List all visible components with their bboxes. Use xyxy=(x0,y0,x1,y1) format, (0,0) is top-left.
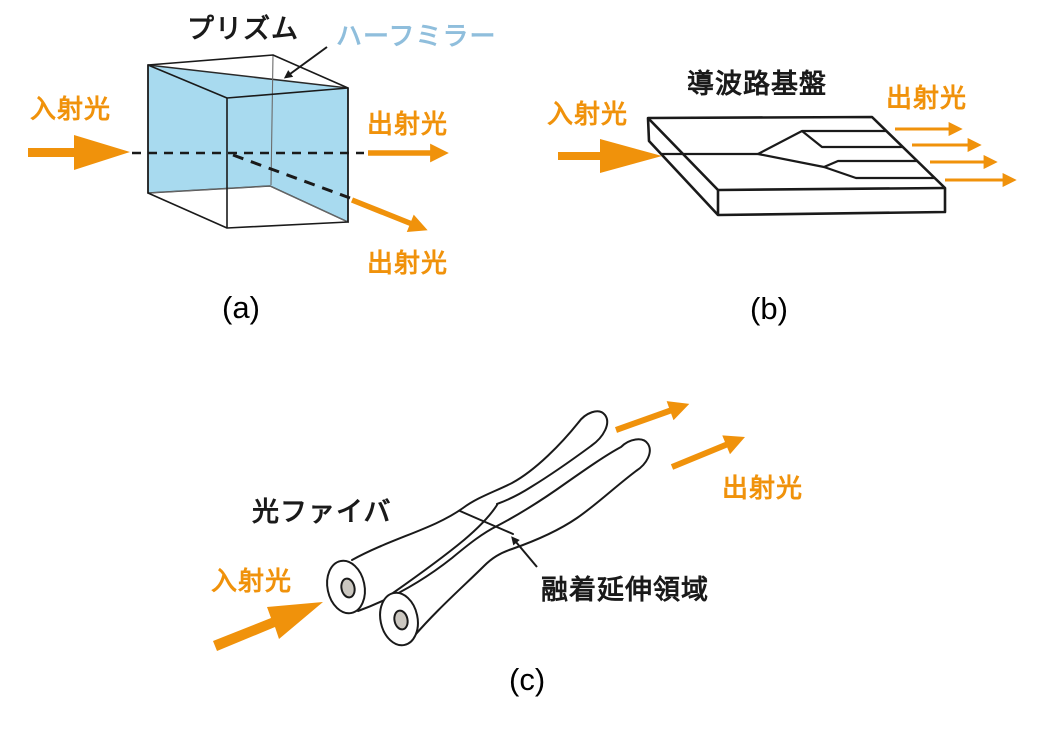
fiber-end-faces xyxy=(326,559,419,647)
output-arrow-c-upper xyxy=(614,401,690,433)
panel-a-prism-diagram xyxy=(28,46,449,232)
prism-label: プリズム xyxy=(187,14,299,44)
output-arrows-b xyxy=(895,121,1017,188)
input-light-label-c: 入射光 xyxy=(211,566,293,596)
optical-fiber-label: 光ファイバ xyxy=(252,497,392,527)
input-light-label-b: 入射光 xyxy=(547,99,629,129)
beam-reflected-dashed xyxy=(232,153,351,200)
output-light-label-a-bottom: 出射光 xyxy=(367,248,449,278)
input-light-arrow-a xyxy=(28,135,130,170)
fiber-core-1 xyxy=(340,577,356,599)
input-light-arrow-b xyxy=(558,139,662,173)
prism-cube-wireframe xyxy=(147,54,349,229)
prism-hidden-edges xyxy=(147,54,349,223)
input-light-label-a: 入射光 xyxy=(30,94,112,124)
waveguide-channels xyxy=(662,129,935,180)
output-light-label-c: 出射光 xyxy=(722,473,804,503)
caption-c: (c) xyxy=(509,662,546,697)
half-mirror-label: ハーフミラー xyxy=(336,21,497,51)
fused-region-label: 融着延伸領域 xyxy=(541,575,709,605)
half-mirror-pointer-arrow xyxy=(283,46,328,79)
waveguide-substrate-label: 導波路基盤 xyxy=(687,69,827,99)
panel-c-fiber-diagram xyxy=(213,401,745,651)
output-light-label-a-top: 出射光 xyxy=(367,109,449,139)
half-mirror-plane xyxy=(147,64,349,224)
caption-b: (b) xyxy=(750,291,788,326)
fused-region-pointer-arrow xyxy=(511,536,538,568)
waveguide-slab xyxy=(646,115,947,217)
fiber-body xyxy=(351,410,651,642)
caption-a: (a) xyxy=(222,290,260,325)
input-light-arrow-c xyxy=(213,602,323,651)
panel-b-waveguide-diagram xyxy=(558,115,1017,217)
output-arrow-a-reflected xyxy=(350,197,428,232)
fiber-core-2 xyxy=(393,609,409,631)
output-arrow-c-lower xyxy=(670,435,745,470)
output-light-label-b: 出射光 xyxy=(886,83,968,113)
